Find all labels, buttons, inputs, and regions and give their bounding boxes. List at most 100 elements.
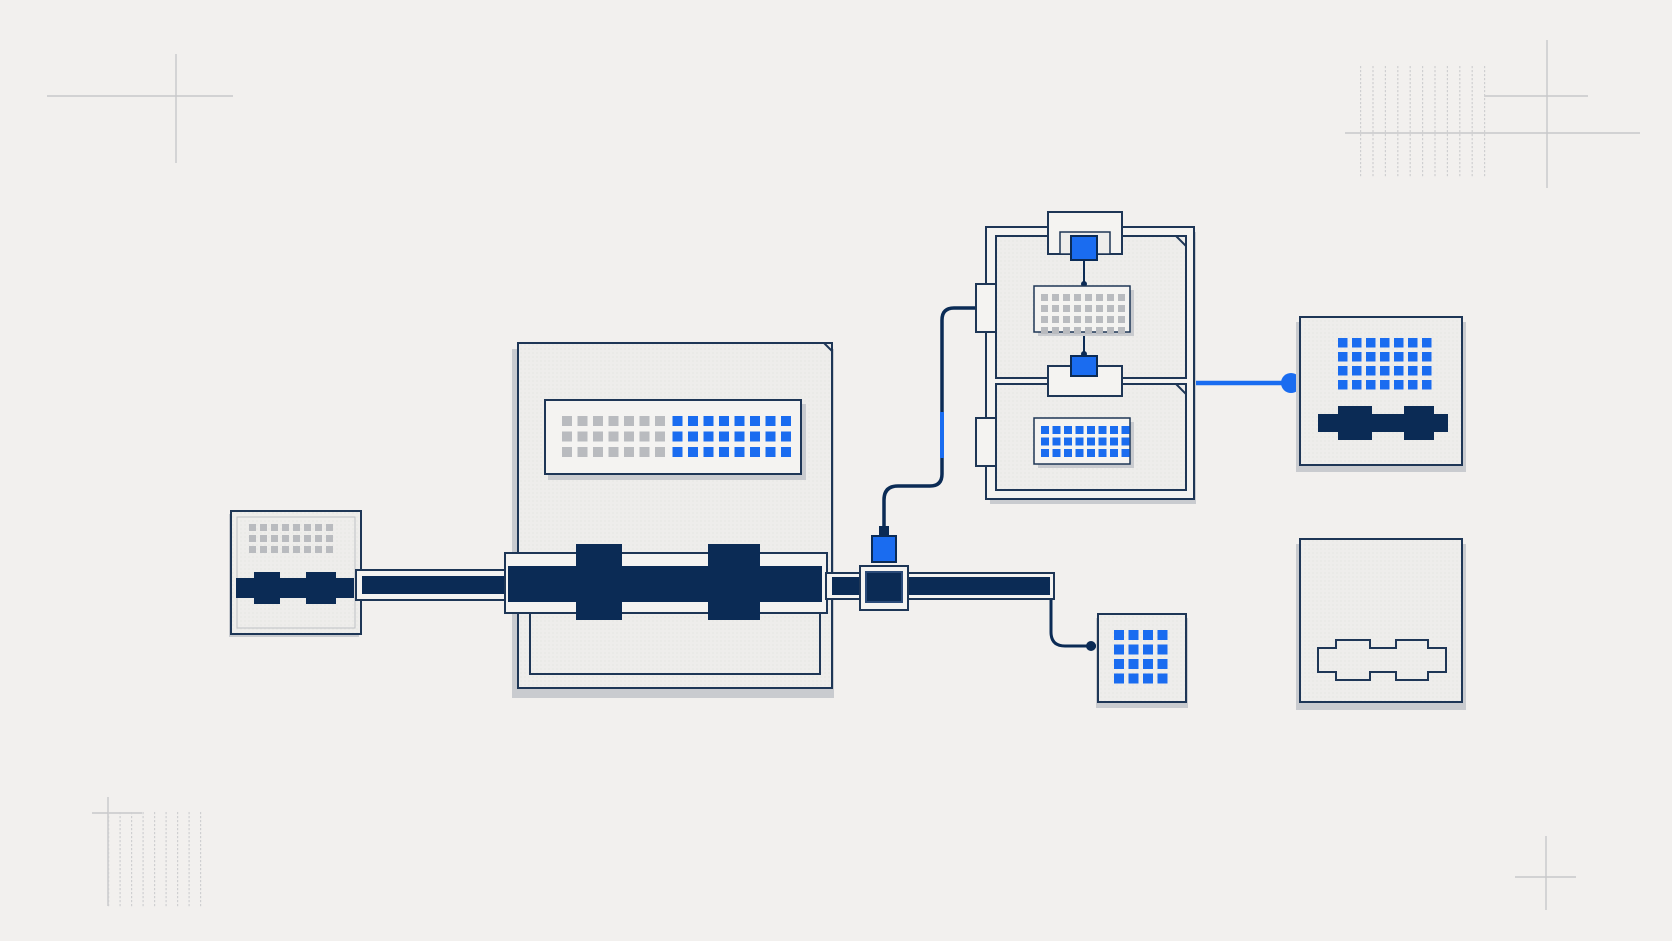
grid-dot [165,864,167,867]
grid-dot [142,832,144,835]
grid-cell [1096,305,1103,312]
grid-cell [315,546,322,553]
grid-dot [108,852,110,855]
grid-cell [1074,305,1081,312]
grid-cell [577,416,588,426]
grid-cell [315,524,322,531]
grid-cell [1041,305,1048,312]
grid-dot [119,832,121,835]
grid-cell [1098,426,1107,434]
grid-dot [108,884,110,887]
grid-dot [131,840,133,843]
grid-dot [131,844,133,847]
grid-dot [142,828,144,831]
grid-dot [188,880,190,883]
grid-dot [1360,126,1362,129]
grid-dot [1434,106,1436,109]
grid-dot [200,896,202,899]
grid-dot [1372,126,1374,129]
grid-dot [1434,82,1436,85]
grid-dot [1409,130,1411,133]
grid-cell [1041,437,1049,446]
grid-cell [260,546,267,553]
grid-dot [1422,102,1424,105]
grid-cell [655,416,665,426]
grid-dot [1434,142,1436,145]
grid-dot [108,824,110,827]
grid-dot [1471,114,1473,117]
grid-dot [177,836,179,839]
grid-dot [1360,114,1362,117]
grid-dot [1372,102,1374,105]
grid-dot [165,856,167,859]
grid-dot [1409,86,1411,89]
grid-dot [1409,134,1411,137]
grid-cell [326,524,333,531]
grid-dot [1397,86,1399,89]
grid-dot [142,868,144,871]
grid-dot [1422,110,1424,113]
grid-dot [1446,82,1448,85]
grid-dot [1409,102,1411,105]
grid-dot [177,840,179,843]
grid-dot [1446,154,1448,157]
grid-cell [593,416,603,426]
grid-dot [1471,86,1473,89]
grid-dot [165,876,167,879]
grid-cell [1352,338,1362,348]
grid-dot [1434,170,1436,173]
grid-dot [1422,118,1424,121]
grid-dot [1397,102,1399,105]
grid-dot [1434,110,1436,113]
grid-dot [1422,162,1424,165]
grid-dot [131,824,133,827]
grid-dot [154,904,156,907]
grid-cell [1064,426,1072,434]
grid-dot [154,836,156,839]
grid-dot [1409,154,1411,157]
grid-dot [108,896,110,899]
grid-dot [1409,150,1411,153]
grid-dot [108,836,110,839]
grid-dot [1459,166,1461,169]
grid-cell [1052,426,1061,434]
grid-dot [119,836,121,839]
grid-dot [1422,154,1424,157]
grid-dot [1409,98,1411,101]
grid-dot [1422,150,1424,153]
grid-cell [1063,294,1070,301]
grid-dot [1446,66,1448,69]
grid-dot [142,884,144,887]
grid-dot [1471,98,1473,101]
grid-dot [142,816,144,819]
grid-dot [119,844,121,847]
input-module-connector [236,572,354,604]
input-module [229,510,362,637]
grid-dot [1360,138,1362,141]
grid-cell [1063,316,1070,323]
grid-cell [1121,449,1130,457]
grid-dot [1459,66,1461,69]
grid-dot [1372,130,1374,133]
grid-dot [1372,90,1374,93]
grid-dot [119,816,121,819]
grid-dot [188,868,190,871]
grid-cell [1087,449,1095,457]
main-processor-grid [562,416,791,457]
grid-cell [1408,366,1418,376]
grid-dot [1409,106,1411,109]
grid-dot [1360,150,1362,153]
grid-dot [131,864,133,867]
output-module-small [1096,613,1188,708]
grid-dot [1484,158,1486,161]
grid-dot [188,884,190,887]
grid-dot [108,840,110,843]
grid-dot [1459,114,1461,117]
grid-dot [1360,134,1362,137]
grid-dot [1409,66,1411,69]
grid-dot [177,872,179,875]
grid-cell [1085,327,1092,334]
grid-dot [188,892,190,895]
grid-dot [165,820,167,823]
grid-dot [1459,82,1461,85]
